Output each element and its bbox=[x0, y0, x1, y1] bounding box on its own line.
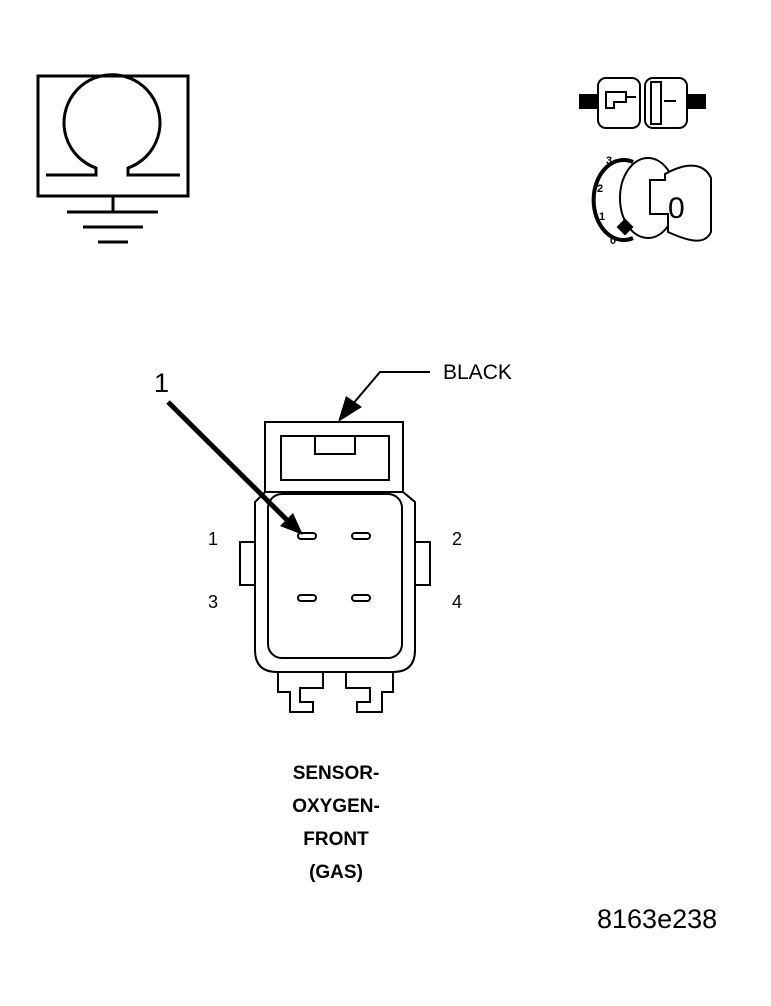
pin-label-3: 3 bbox=[208, 592, 219, 612]
ohmmeter-ground-icon bbox=[36, 73, 190, 244]
pin-terminals bbox=[297, 532, 371, 602]
callout-1-leader bbox=[166, 400, 303, 535]
pin-4 bbox=[351, 594, 371, 602]
pin-2 bbox=[351, 532, 371, 540]
sensor-connector bbox=[239, 421, 431, 713]
pin-label-4: 4 bbox=[452, 592, 463, 612]
pin-label-2: 2 bbox=[452, 529, 463, 549]
sensor-name-line-1: SENSOR- bbox=[292, 763, 380, 784]
key-position-3: 3 bbox=[606, 155, 613, 167]
wire-color-leader bbox=[338, 371, 430, 422]
sensor-name-line-4: (GAS) bbox=[309, 862, 363, 883]
key-position-0: 0 bbox=[610, 235, 617, 247]
pin-3 bbox=[297, 594, 317, 602]
sensor-name-line-3: FRONT bbox=[303, 829, 369, 850]
callout-number: 1 bbox=[154, 368, 170, 398]
figure-id: 8163e238 bbox=[597, 904, 718, 934]
pin-1 bbox=[297, 532, 317, 540]
disconnected-connector-icon bbox=[579, 77, 706, 129]
pin-label-1: 1 bbox=[208, 529, 219, 549]
ignition-key-off-icon bbox=[591, 157, 712, 242]
sensor-name-line-2: OXYGEN- bbox=[292, 796, 380, 817]
key-position-1: 1 bbox=[599, 211, 606, 223]
key-position-2: 2 bbox=[597, 183, 604, 195]
key-current-position: 0 bbox=[668, 192, 685, 225]
wire-color-label: BLACK bbox=[443, 361, 512, 384]
